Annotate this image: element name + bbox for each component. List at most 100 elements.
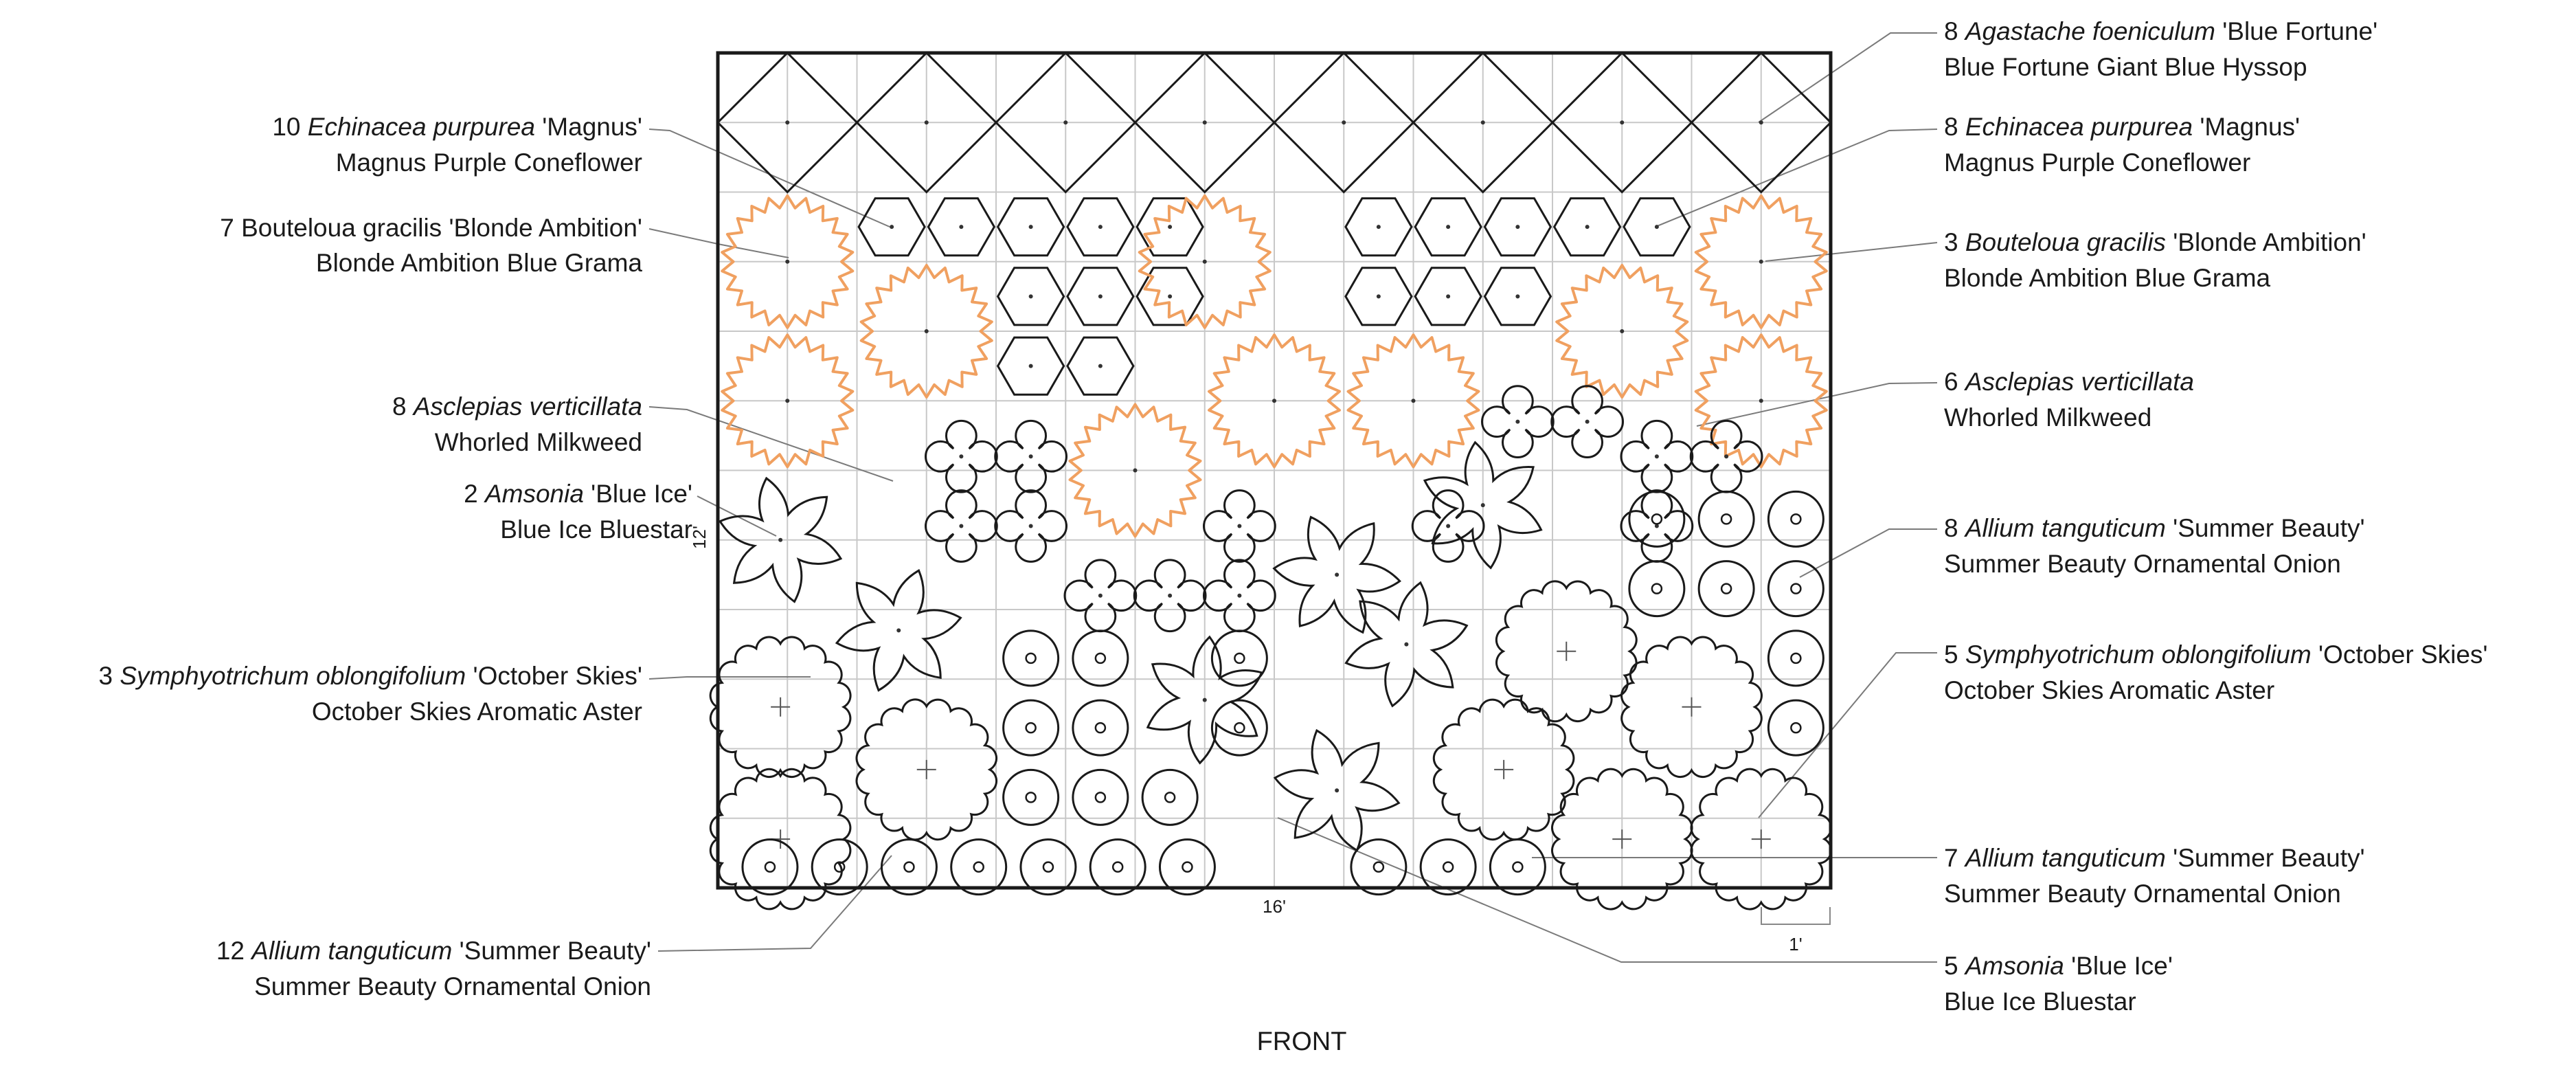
label-line-1: 8 Allium tanguticum 'Summer Beauty' bbox=[1944, 514, 2365, 542]
front-label: FRONT bbox=[1257, 1027, 1347, 1056]
bed-outline bbox=[716, 51, 1833, 890]
allium-symbol bbox=[1210, 699, 1268, 757]
asclepias-symbol bbox=[1203, 489, 1276, 563]
allium-symbol bbox=[1489, 838, 1546, 896]
bouteloua-symbol bbox=[1138, 194, 1272, 329]
symphyotrichum-symbol bbox=[709, 636, 852, 779]
label-right-allium-2: 7 Allium tanguticum 'Summer Beauty' Summ… bbox=[1944, 844, 2365, 908]
echinacea-symbol bbox=[1483, 197, 1552, 257]
label-line-1: 3 Symphyotrichum oblongifolium 'October … bbox=[99, 662, 642, 690]
asclepias-symbol bbox=[925, 489, 998, 563]
label-line-1: 6 Asclepias verticillata bbox=[1944, 368, 2194, 396]
amsonia-symbol bbox=[1272, 515, 1401, 634]
label-line-1: 5 Symphyotrichum oblongifolium 'October … bbox=[1944, 640, 2487, 669]
allium-symbol bbox=[1767, 560, 1824, 618]
echinacea-symbol bbox=[1344, 197, 1413, 257]
leader-line bbox=[1799, 528, 1937, 578]
label-line-2: Magnus Purple Coneflower bbox=[1944, 148, 2250, 177]
allium-symbol bbox=[1072, 699, 1129, 757]
asclepias-symbol bbox=[1133, 559, 1207, 633]
label-right-allium-1: 8 Allium tanguticum 'Summer Beauty' Summ… bbox=[1944, 514, 2365, 578]
symphyotrichum-symbol bbox=[1690, 768, 1833, 911]
label-line-2: Blue Fortune Giant Blue Hyssop bbox=[1944, 53, 2307, 81]
leader-line bbox=[1696, 382, 1938, 427]
label-line-2: October Skies Aromatic Aster bbox=[1944, 676, 2274, 704]
amsonia-symbol bbox=[1423, 440, 1543, 570]
label-left-amsonia: 2 Amsonia 'Blue Ice' Blue Ice Bluestar bbox=[464, 480, 692, 544]
echinacea-symbol bbox=[857, 197, 926, 257]
allium-symbol bbox=[880, 838, 938, 896]
label-line-2: Summer Beauty Ornamental Onion bbox=[1944, 550, 2341, 578]
symphyotrichum-symbol bbox=[855, 698, 998, 841]
label-right-bouteloua: 3 Bouteloua gracilis 'Blonde Ambition' B… bbox=[1944, 228, 2366, 292]
agastache-symbol bbox=[1690, 51, 1833, 194]
label-line-2: Whorled Milkweed bbox=[435, 428, 642, 456]
symphyotrichum-symbol bbox=[1551, 768, 1693, 911]
agastache-symbol bbox=[1272, 51, 1415, 194]
asclepias-symbol bbox=[1620, 419, 1694, 493]
plant-symbols bbox=[709, 51, 1833, 911]
leader-line bbox=[648, 406, 894, 482]
agastache-symbol bbox=[1412, 51, 1555, 194]
asclepias-symbol bbox=[994, 419, 1067, 493]
bouteloua-symbol bbox=[721, 333, 855, 469]
allium-symbol bbox=[1002, 768, 1060, 826]
echinacea-symbol bbox=[996, 197, 1065, 257]
bouteloua-symbol bbox=[1208, 333, 1341, 469]
label-left-asclepias: 8 Asclepias verticillata Whorled Milkwee… bbox=[392, 392, 642, 456]
width-dimension: 16' bbox=[1263, 896, 1286, 917]
allium-symbol bbox=[1628, 490, 1686, 548]
leader-lines bbox=[648, 32, 1938, 963]
echinacea-symbol bbox=[1066, 197, 1135, 257]
label-line-2: Magnus Purple Coneflower bbox=[336, 148, 642, 177]
echinacea-symbol bbox=[1552, 197, 1622, 257]
allium-symbol bbox=[1158, 838, 1216, 896]
echinacea-symbol bbox=[1344, 267, 1413, 326]
asclepias-symbol bbox=[1411, 489, 1485, 563]
echinacea-symbol bbox=[1414, 267, 1482, 326]
leader-line bbox=[1765, 242, 1938, 262]
asclepias-symbol bbox=[1203, 559, 1276, 633]
asclepias-symbol bbox=[1550, 385, 1624, 459]
label-right-agastache: 8 Agastache foeniculum 'Blue Fortune' Bl… bbox=[1944, 17, 2377, 81]
label-line-1: 8 Asclepias verticillata bbox=[392, 392, 642, 421]
leader-line bbox=[1758, 32, 1937, 123]
label-left-bouteloua: 7 Bouteloua gracilis 'Blonde Ambition' B… bbox=[220, 214, 642, 277]
echinacea-symbol bbox=[996, 267, 1065, 326]
label-line-1: 5 Amsonia 'Blue Ice' bbox=[1944, 952, 2173, 980]
bouteloua-symbol bbox=[1694, 333, 1828, 469]
allium-symbol bbox=[811, 838, 868, 896]
height-dimension: 12' bbox=[689, 526, 710, 549]
allium-symbol bbox=[1350, 838, 1408, 896]
leader-line bbox=[1655, 129, 1938, 227]
asclepias-symbol bbox=[1063, 559, 1138, 633]
label-right-symphyotrichum: 5 Symphyotrichum oblongifolium 'October … bbox=[1944, 640, 2487, 704]
allium-symbol bbox=[1697, 490, 1755, 548]
allium-symbol bbox=[1002, 629, 1060, 687]
asclepias-symbol bbox=[994, 489, 1067, 563]
echinacea-symbol bbox=[1483, 267, 1552, 326]
scale-bar: 1' bbox=[1761, 907, 1831, 954]
allium-symbol bbox=[1628, 560, 1686, 618]
symphyotrichum-symbol bbox=[1495, 580, 1638, 723]
bouteloua-symbol bbox=[1068, 403, 1202, 538]
agastache-symbol bbox=[855, 51, 998, 194]
allium-symbol bbox=[1767, 699, 1824, 757]
allium-symbol bbox=[1141, 768, 1199, 826]
bouteloua-symbol bbox=[721, 194, 855, 329]
agastache-symbol bbox=[1133, 51, 1276, 194]
scale-label: 1' bbox=[1789, 934, 1802, 954]
label-left-allium: 12 Allium tanguticum 'Summer Beauty' Sum… bbox=[216, 937, 651, 1001]
plant-labels: 10 Echinacea purpurea 'Magnus' Magnus Pu… bbox=[99, 17, 2488, 1016]
allium-symbol bbox=[1767, 629, 1824, 687]
label-line-1: 8 Echinacea purpurea 'Magnus' bbox=[1944, 113, 2300, 141]
label-line-1: 3 Bouteloua gracilis 'Blonde Ambition' bbox=[1944, 228, 2366, 256]
label-line-2: Summer Beauty Ornamental Onion bbox=[254, 972, 651, 1001]
symphyotrichum-symbol bbox=[1432, 698, 1575, 841]
agastache-symbol bbox=[994, 51, 1137, 194]
asclepias-symbol bbox=[925, 419, 998, 493]
label-line-2: Whorled Milkweed bbox=[1944, 403, 2151, 432]
amsonia-symbol bbox=[1344, 581, 1469, 708]
agastache-symbol bbox=[1550, 51, 1693, 194]
bouteloua-symbol bbox=[1694, 194, 1828, 329]
